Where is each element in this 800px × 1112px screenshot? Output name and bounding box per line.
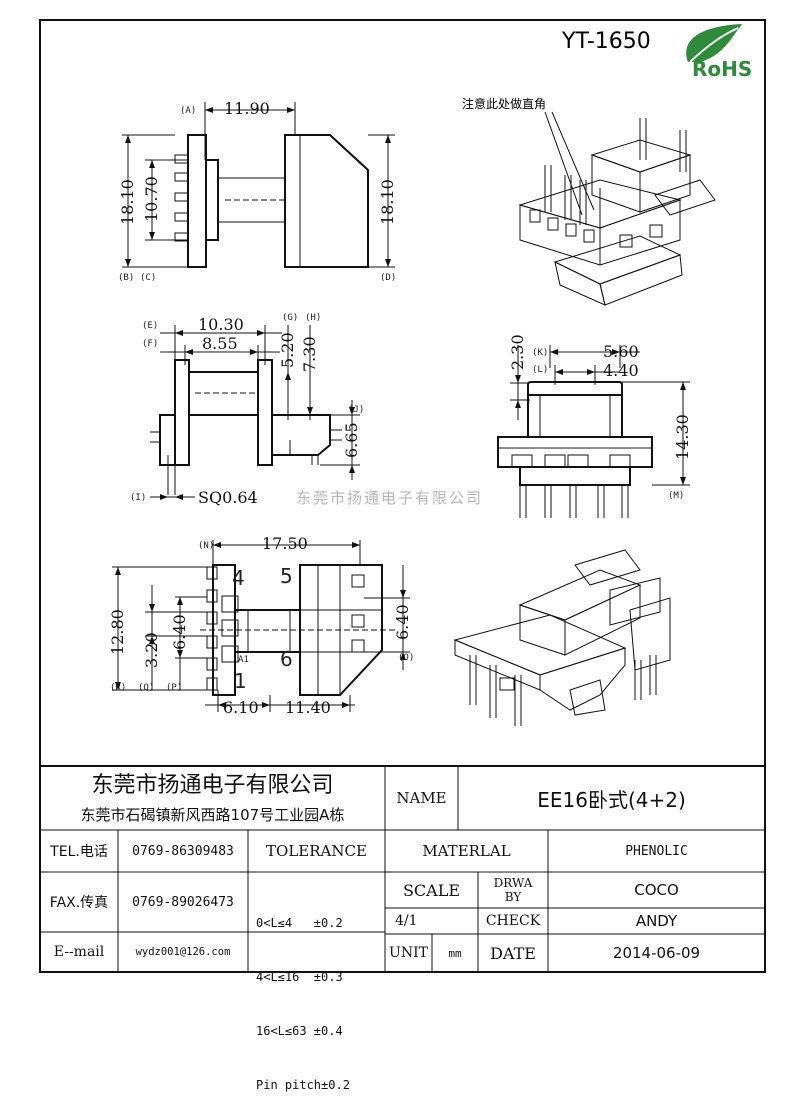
- tag-p: (P): [166, 683, 182, 693]
- checked-by-value: ANDY: [635, 912, 678, 930]
- dim-q-height: 3.20: [142, 632, 161, 668]
- dim-bottom-width: 17.50: [262, 534, 308, 553]
- title-block-lines: [40, 765, 765, 972]
- scale-value: 4/1: [395, 913, 418, 929]
- tag-k: (K): [532, 348, 548, 358]
- dim-l-width: 4.40: [603, 361, 639, 380]
- email-label: E--mail: [53, 944, 105, 960]
- tolerance-table: 0<L≤4 ±0.2 4<L≤16 ±0.3 16<L≤63 ±0.4 Pin …: [256, 878, 385, 1112]
- dim-right-height: 18.10: [378, 179, 397, 225]
- dim-total-height: 14.30: [673, 414, 692, 460]
- tag-c: (C): [140, 273, 156, 283]
- dim-pin-sq: SQ0.64: [198, 488, 258, 507]
- tolerance-line-3: 16<L≤63 ±0.4: [256, 1024, 343, 1038]
- tag-h: (H): [305, 313, 321, 323]
- tag-q: (Q): [138, 683, 154, 693]
- dim-left-height: 18.10: [118, 179, 137, 225]
- side-view: (A) 11.90 18.10 10.70: [118, 99, 397, 283]
- date-label: DATE: [490, 943, 536, 963]
- check-label: CHECK: [485, 913, 541, 929]
- material-value: PHENOLIC: [625, 843, 688, 859]
- tolerance-line-1: 0<L≤4 ±0.2: [256, 916, 343, 930]
- tag-a1: A1: [238, 655, 249, 665]
- drawn-by-value: COCO: [634, 881, 679, 899]
- rohs-logo: RoHS: [686, 24, 752, 81]
- drawn-by-label: DRWA BY: [478, 872, 548, 908]
- dim-f-width: 8.55: [202, 334, 238, 353]
- model-number: YT-1650: [561, 29, 651, 54]
- company-address: 东莞市石碣镇新风西路107号工业园A栋: [80, 805, 345, 824]
- dim-r-height: 12.80: [108, 609, 127, 655]
- email-value: wydz001@126.com: [135, 946, 231, 958]
- tag-o: (O): [398, 653, 414, 663]
- tag-j: (J): [348, 405, 364, 415]
- dim-k-height: 2.30: [508, 334, 527, 370]
- pin-number-4: 4: [232, 566, 245, 590]
- unit-label: UNIT: [389, 945, 428, 961]
- drwa-label: DRWA: [493, 876, 533, 890]
- unit-value: mm: [448, 946, 462, 960]
- tag-m: (M): [668, 491, 684, 501]
- fax-value: 0769-89026473: [132, 894, 234, 910]
- pin-number-1: 1: [234, 669, 247, 693]
- dim-left-pitch: 6.10: [223, 698, 259, 717]
- front-view: (E) (F) (G) (H) 10.30 8.55 5.20 7.30: [130, 313, 364, 507]
- tolerance-line-4: Pin pitch±0.2: [256, 1078, 350, 1092]
- tag-e: (E): [142, 321, 158, 331]
- plan-view: (N) 17.50: [108, 534, 414, 717]
- tag-n: (N): [198, 541, 214, 551]
- pin-number-6: 6: [280, 647, 293, 671]
- tag-b: (B): [118, 273, 134, 283]
- tag-d: (D): [380, 273, 396, 283]
- tolerance-label: TOLERANCE: [266, 842, 367, 860]
- tag-f: (F): [142, 339, 158, 349]
- dim-pin-height: 6.65: [342, 422, 361, 458]
- material-label: MATERLAL: [422, 842, 511, 860]
- tel-label: TEL.电话: [50, 844, 108, 860]
- tag-i: (I): [130, 493, 146, 503]
- dim-p-height: 6.40: [170, 614, 189, 650]
- pin-number-5: 5: [280, 564, 293, 588]
- part-name: EE16卧式(4+2): [537, 787, 686, 812]
- fax-label: FAX.传真: [49, 895, 109, 911]
- dim-top-width: 11.90: [224, 99, 270, 118]
- company-name: 东莞市扬通电子有限公司: [91, 773, 334, 798]
- date-value: 2014-06-09: [612, 944, 701, 962]
- dim-o-height: 6.40: [393, 604, 412, 640]
- watermark: 东莞市扬通电子有限公司: [296, 489, 483, 507]
- tag-r: (R): [110, 683, 126, 693]
- tag-g: (G): [282, 313, 298, 323]
- dim-k-width: 5.60: [603, 342, 639, 361]
- scale-label: SCALE: [402, 880, 461, 900]
- tel-value: 0769-86309483: [132, 843, 234, 859]
- dim-h-height: 7.30: [300, 336, 319, 372]
- dim-inner-height: 10.70: [142, 176, 161, 222]
- sheet-border: [39, 19, 766, 973]
- tag-a: (A): [180, 106, 196, 116]
- tolerance-line-2: 4<L≤16 ±0.3: [256, 970, 343, 984]
- end-view: (K) (L) 5.60 4.40 2.30: [497, 334, 692, 518]
- rohs-label: RoHS: [692, 57, 752, 81]
- drawing-sheet: YT-1650 RoHS (A) 11.90: [39, 19, 766, 973]
- isometric-view-top: 注意此处做直角: [462, 96, 716, 306]
- dim-e-width: 10.30: [198, 315, 244, 334]
- tag-l: (L): [532, 365, 548, 375]
- name-label: NAME: [396, 789, 447, 807]
- dim-right-pitch: 11.40: [285, 698, 331, 717]
- dim-g-height: 5.20: [278, 332, 297, 368]
- by-label: BY: [504, 890, 522, 904]
- corner-note: 注意此处做直角: [462, 96, 546, 111]
- isometric-view-bottom: [453, 549, 671, 726]
